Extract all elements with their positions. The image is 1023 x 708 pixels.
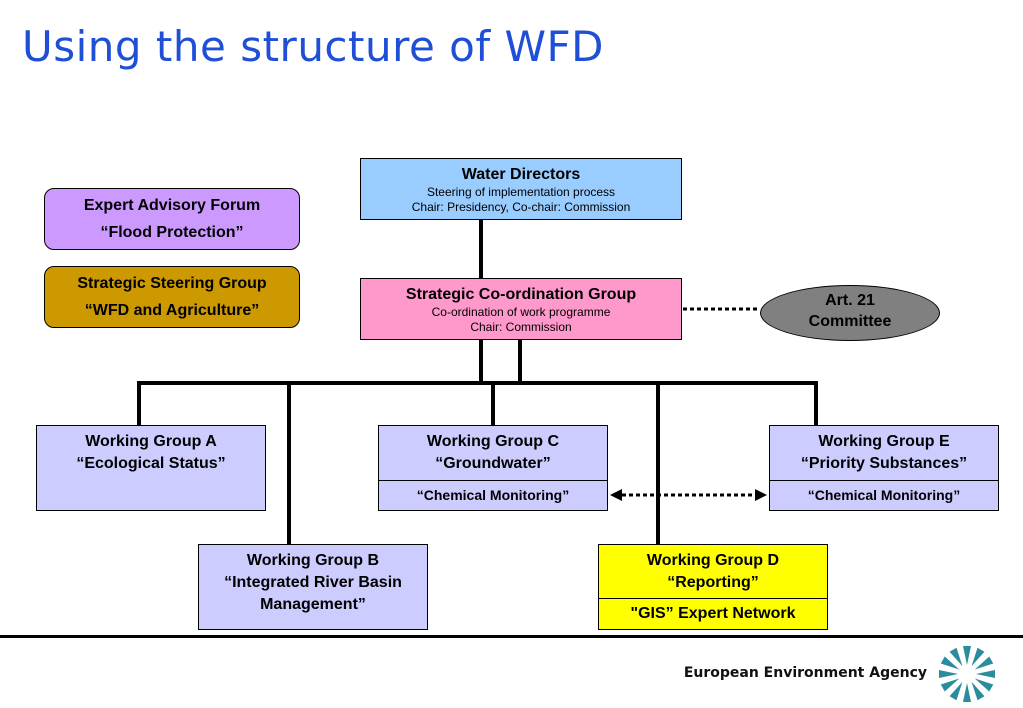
wg-d-line1: Working Group D: [646, 552, 780, 569]
art21-committee-ellipse: Art. 21 Committee: [760, 285, 940, 341]
water-directors-line2: Chair: Presidency, Co-chair: Commission: [411, 200, 631, 214]
wg-c-sub-label: “Chemical Monitoring”: [416, 487, 570, 503]
expert-forum-line1: Expert Advisory Forum: [83, 197, 261, 214]
eea-logo-icon: [939, 646, 995, 702]
water-directors-line1: Steering of implementation process: [426, 185, 616, 199]
steering-group-line1: Strategic Steering Group: [77, 275, 267, 292]
water-directors-title: Water Directors: [461, 166, 581, 183]
wg-d-line2: “Reporting”: [667, 574, 759, 591]
wg-c-line1: Working Group C: [426, 433, 560, 450]
agency-name: European Environment Agency: [683, 665, 927, 681]
wg-c-line2: “Groundwater”: [435, 455, 551, 472]
wg-b-line3: Management”: [260, 596, 366, 613]
art21-line1: Art. 21: [825, 292, 875, 309]
expert-advisory-forum-box: Expert Advisory Forum “Flood Protection”: [44, 188, 300, 250]
wg-d-sub-label: "GIS” Expert Network: [630, 605, 796, 622]
strategic-steering-group-box: Strategic Steering Group “WFD and Agricu…: [44, 266, 300, 328]
page-title: Using the structure of WFD: [22, 22, 605, 71]
working-group-a-box: Working Group A “Ecological Status”: [36, 425, 266, 511]
wg-e-chemical-monitoring: “Chemical Monitoring”: [769, 480, 999, 511]
coord-group-title: Strategic Co-ordination Group: [405, 286, 637, 303]
working-group-b-box: Working Group B “Integrated River Basin …: [198, 544, 428, 630]
wg-a-line1: Working Group A: [85, 433, 217, 450]
wg-b-line2: “Integrated River Basin: [224, 574, 402, 591]
coord-group-line1: Co-ordination of work programme: [431, 305, 611, 319]
wg-c-chemical-monitoring: “Chemical Monitoring”: [378, 480, 608, 511]
art21-line2: Committee: [808, 313, 892, 330]
footer-divider: [0, 635, 1023, 638]
steering-group-line2: “WFD and Agriculture”: [84, 302, 260, 319]
wg-e-line1: Working Group E: [818, 433, 950, 450]
water-directors-box: Water Directors Steering of implementati…: [360, 158, 682, 220]
wg-d-gis-expert-network: "GIS” Expert Network: [598, 598, 828, 630]
wg-e-sub-label: “Chemical Monitoring”: [807, 487, 961, 503]
expert-forum-line2: “Flood Protection”: [100, 224, 244, 241]
wg-a-line2: “Ecological Status”: [76, 455, 226, 472]
coord-group-line2: Chair: Commission: [470, 320, 572, 334]
strategic-coordination-group-box: Strategic Co-ordination Group Co-ordinat…: [360, 278, 682, 340]
wg-e-line2: “Priority Substances”: [800, 455, 968, 472]
wg-b-line1: Working Group B: [246, 552, 380, 569]
